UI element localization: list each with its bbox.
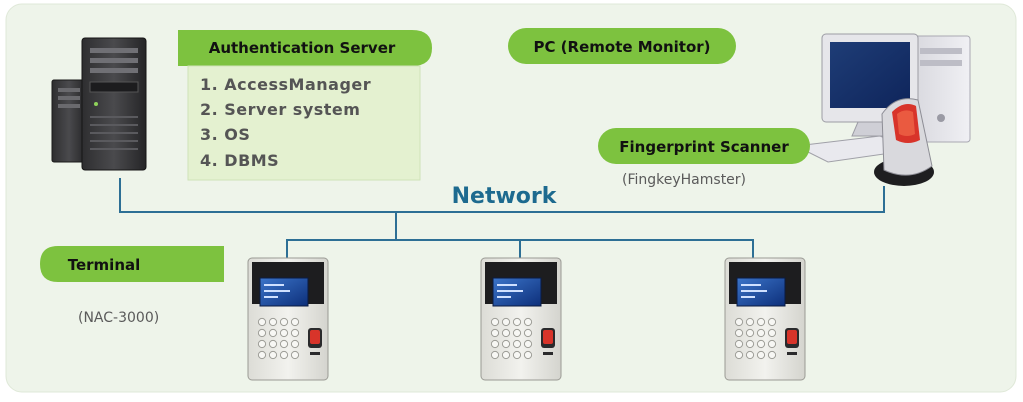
fingerprint-scanner-label: Fingerprint Scanner [598,128,810,164]
pc-monitor-label: PC (Remote Monitor) [508,28,736,64]
fingerprint-scanner-text: Fingerprint Scanner [619,138,789,156]
server-link [119,178,885,213]
auth-server-label: Authentication Server [178,30,432,66]
terminal-text: Terminal [68,256,141,274]
server-tower-icon [51,37,147,171]
server-component-list: 1. AccessManager 2. Server system 3. OS … [187,65,421,181]
desktop-pc-icon [794,33,971,163]
component-item-2: 2. Server system [200,100,360,119]
terminals [247,257,806,381]
pc-monitor-text: PC (Remote Monitor) [533,38,710,56]
scanner-model-text: (FingkeyHamster) [622,172,746,188]
access-terminal-icon [247,257,329,381]
access-terminal-icon [480,257,562,381]
auth-server-text: Authentication Server [209,39,396,57]
terminal-label: Terminal [40,246,224,282]
network-lines [119,178,885,258]
network-label: Network [452,184,558,209]
access-terminal-icon [724,257,806,381]
component-item-3: 3. OS [200,125,250,144]
component-item-1: 1. AccessManager [200,75,371,94]
terminal-model-text: (NAC-3000) [78,310,159,326]
component-item-4: 4. DBMS [200,151,279,170]
fingerprint-scanner-icon [874,98,934,186]
